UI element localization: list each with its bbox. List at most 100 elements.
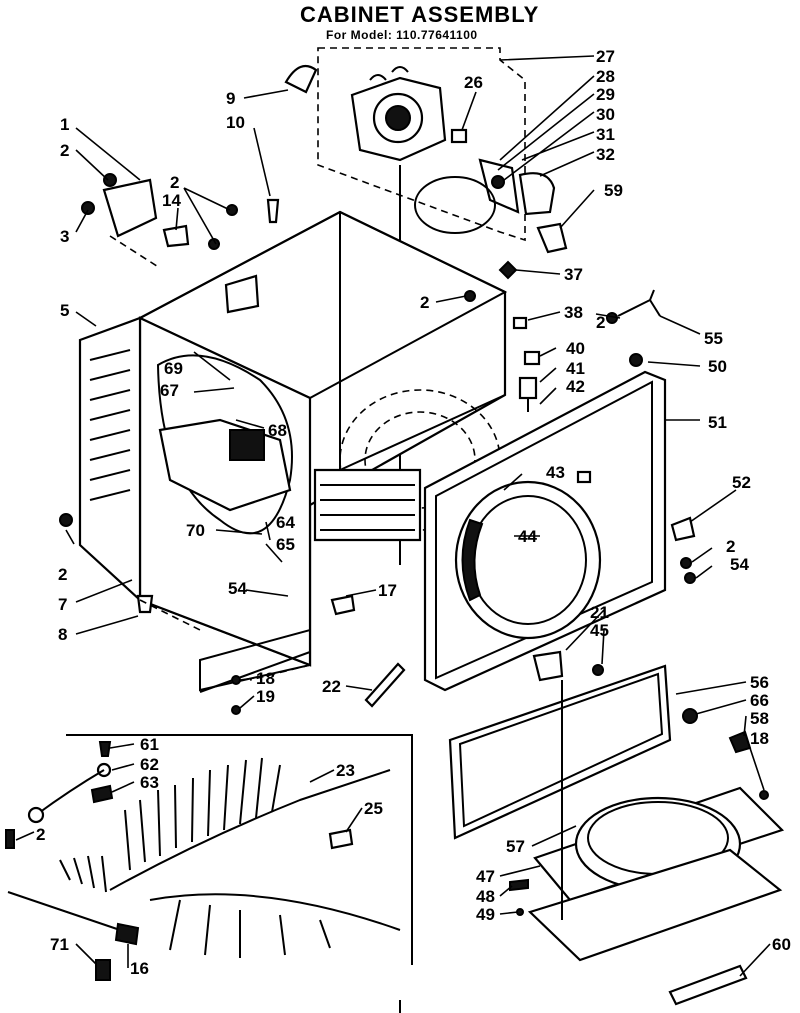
callout-56: 56 xyxy=(750,673,769,692)
cabinet-body xyxy=(59,210,508,692)
wiring-harness-group xyxy=(5,734,413,1013)
harness-main-trunk xyxy=(109,769,391,891)
screw-54-right xyxy=(684,572,696,584)
lower-right-group xyxy=(448,664,785,1006)
callout-labels: 1 2 3 14 2 5 9 10 26 27 28 29 30 31 32 5… xyxy=(36,47,791,978)
ring-terminal xyxy=(27,806,45,824)
callout-37: 37 xyxy=(564,265,583,284)
leveling-foot xyxy=(136,594,154,614)
bracket-22 xyxy=(364,662,406,708)
callout-61: 61 xyxy=(140,735,159,754)
bumper-50 xyxy=(629,353,643,367)
guide-line-1 xyxy=(109,235,161,269)
callout-2-55: 2 xyxy=(596,313,605,332)
callout-64: 64 xyxy=(276,513,295,532)
part-38 xyxy=(512,316,528,330)
harness-wire-leads xyxy=(59,757,331,958)
motor-clip xyxy=(450,128,468,144)
clip-63 xyxy=(90,784,114,804)
callout-19: 19 xyxy=(256,687,275,706)
callout-10: 10 xyxy=(226,113,245,132)
callout-38: 38 xyxy=(564,303,583,322)
callout-43: 43 xyxy=(546,463,565,482)
callout-57: 57 xyxy=(506,837,525,856)
part-71 xyxy=(95,959,111,981)
callout-8: 8 xyxy=(58,625,67,644)
callout-1: 1 xyxy=(60,115,69,134)
upper-left-parts xyxy=(81,173,238,269)
callout-9: 9 xyxy=(226,89,235,108)
idler-pulley xyxy=(491,175,505,189)
callout-63: 63 xyxy=(140,773,159,792)
callout-44: 44 xyxy=(518,527,537,546)
misc-parts xyxy=(199,594,406,715)
motor-dashed-boundary xyxy=(317,47,526,242)
screw-18-right xyxy=(759,790,769,800)
callout-70: 70 xyxy=(186,521,205,540)
callout-30: 30 xyxy=(596,105,615,124)
callout-54: 54 xyxy=(228,579,247,598)
part-37 xyxy=(498,260,518,280)
callout-54-right: 54 xyxy=(730,555,749,574)
screw-2-left xyxy=(59,513,73,527)
screw-45 xyxy=(592,664,604,676)
callout-2-left: 2 xyxy=(58,565,67,584)
screw-19 xyxy=(231,705,241,715)
screw-3 xyxy=(81,201,95,215)
filter-60 xyxy=(668,964,748,1006)
callout-42: 42 xyxy=(566,377,585,396)
screw-10 xyxy=(266,198,280,224)
callout-2-top: 2 xyxy=(420,293,429,312)
callout-51: 51 xyxy=(708,413,727,432)
callout-40: 40 xyxy=(566,339,585,358)
leader-lines xyxy=(15,55,771,977)
callout-2-harness: 2 xyxy=(36,825,45,844)
diagram-title: CABINET ASSEMBLY xyxy=(300,2,540,27)
belt-shield xyxy=(518,172,556,216)
harness-frame xyxy=(66,734,413,965)
motor-clamp xyxy=(284,64,318,94)
screw-2-top xyxy=(464,290,476,302)
callout-2-right: 2 xyxy=(726,537,735,556)
callout-47: 47 xyxy=(476,867,495,886)
drum-inner-outline xyxy=(364,411,476,509)
heater-rack xyxy=(313,468,422,542)
callout-67: 67 xyxy=(160,381,179,400)
callout-14: 14 xyxy=(162,191,181,210)
callout-5: 5 xyxy=(60,301,69,320)
base-plate xyxy=(199,628,311,692)
toe-kick-panel xyxy=(448,664,672,840)
callout-68: 68 xyxy=(268,421,287,440)
rear-panel-vents xyxy=(89,349,131,501)
diagram-subtitle: For Model: 110.77641100 xyxy=(326,28,478,42)
power-cord xyxy=(7,891,121,931)
callout-26: 26 xyxy=(464,73,483,92)
wire-55 xyxy=(617,289,661,317)
callout-66: 66 xyxy=(750,691,769,710)
callout-69: 69 xyxy=(164,359,183,378)
callout-25: 25 xyxy=(364,799,383,818)
screw-48 xyxy=(509,878,529,892)
callout-32: 32 xyxy=(596,145,615,164)
motor-relay xyxy=(229,429,265,461)
motor-shaft xyxy=(385,105,411,131)
door-catch-52 xyxy=(670,516,696,542)
heater-coils xyxy=(320,484,415,531)
callout-71: 71 xyxy=(50,935,69,954)
callout-7: 7 xyxy=(58,595,67,614)
screw-2 xyxy=(103,173,117,187)
callout-18-right: 18 xyxy=(750,729,769,748)
callout-45: 45 xyxy=(590,621,609,640)
front-panel-inner xyxy=(435,380,653,680)
part-40 xyxy=(523,350,541,366)
callout-62: 62 xyxy=(140,755,159,774)
screw-2-harness xyxy=(5,829,15,849)
callout-58: 58 xyxy=(750,709,769,728)
part-66 xyxy=(682,708,698,724)
callout-27: 27 xyxy=(596,47,615,66)
harness-lower-trunk xyxy=(149,893,401,931)
callout-65: 65 xyxy=(276,535,295,554)
motor-wires xyxy=(369,66,409,81)
